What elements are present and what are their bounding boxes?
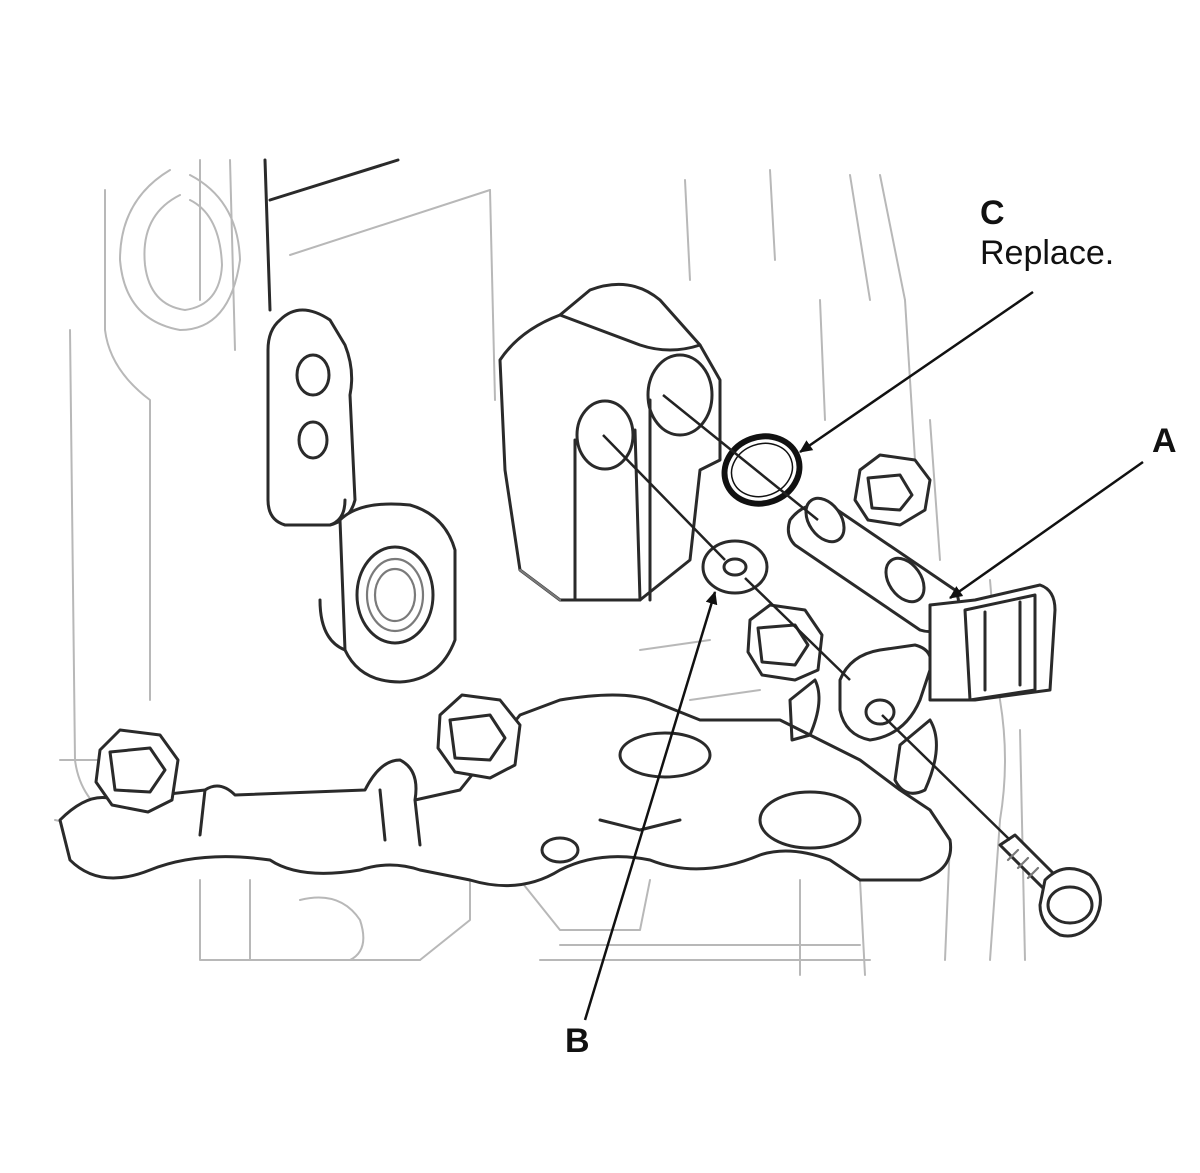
sensor-a xyxy=(786,496,1057,795)
leader-arrow-b xyxy=(583,591,718,1021)
base-plate xyxy=(58,693,953,888)
nut-upper-right xyxy=(853,453,932,527)
hex-nut-center xyxy=(436,693,522,780)
leader-arrow-a xyxy=(949,460,1144,600)
hex-nut-right xyxy=(746,603,824,682)
mounting-bracket xyxy=(266,308,357,527)
assembly-axes xyxy=(602,394,1011,841)
mounting-bolt xyxy=(998,833,1102,938)
hex-nut-left xyxy=(94,728,180,814)
callout-a-letter: A xyxy=(1152,422,1177,460)
callout-c-note: Replace. xyxy=(980,234,1115,272)
callout-b-letter: B xyxy=(565,1022,590,1060)
callout-c-letter: C xyxy=(980,194,1005,232)
leader-arrow-c xyxy=(799,290,1034,454)
threaded-boss xyxy=(318,502,457,684)
o-ring-c xyxy=(721,433,803,507)
